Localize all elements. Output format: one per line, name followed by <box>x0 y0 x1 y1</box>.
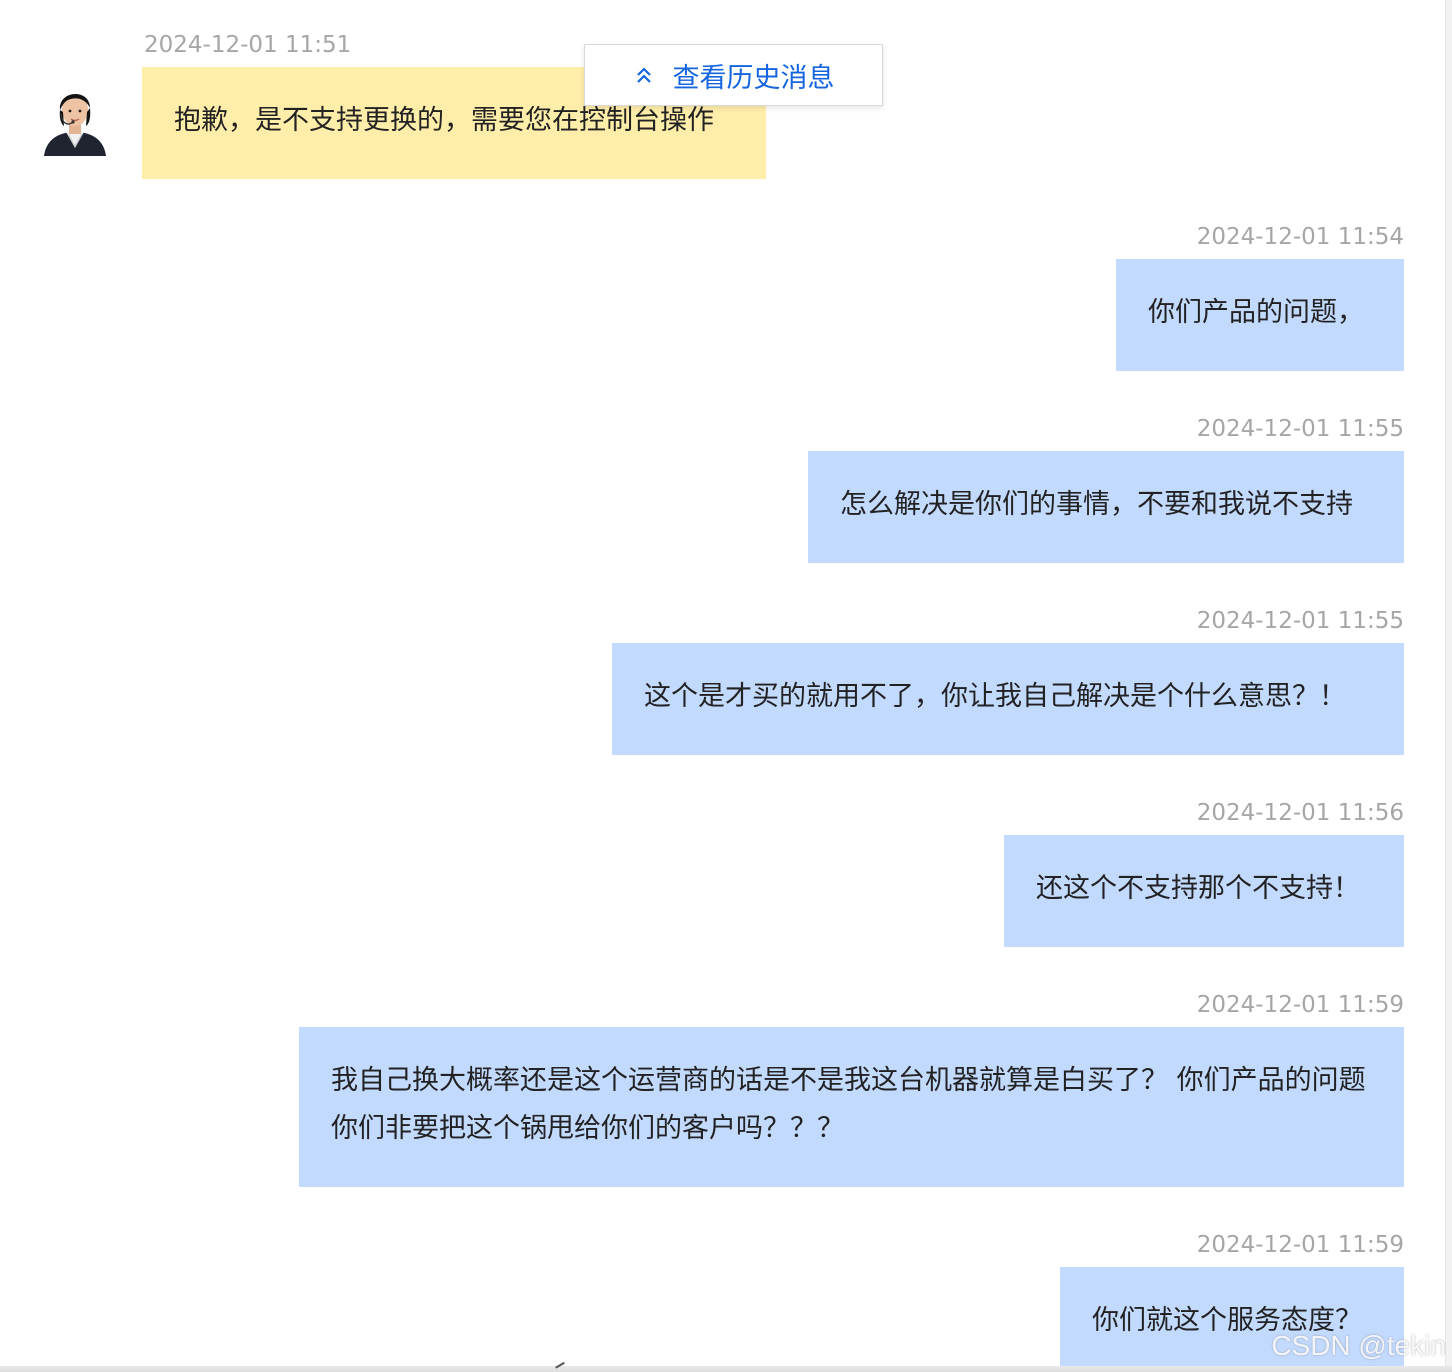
user-message-bubble: 我自己换大概率还是这个运营商的话是不是我这台机器就算是白买了？ 你们产品的问题你… <box>299 1027 1404 1187</box>
user-message-bubble: 还这个不支持那个不支持！ <box>1004 835 1404 947</box>
message-text: 怎么解决是你们的事情，不要和我说不支持 <box>840 489 1353 520</box>
double-chevron-up-icon <box>636 67 651 83</box>
message-timestamp: 2024-12-01 11:59 <box>1196 1232 1404 1258</box>
bottom-edge <box>0 1366 1452 1372</box>
message-text: 抱歉，是不支持更换的，需要您在控制台操作 <box>174 105 714 136</box>
message-text: 还这个不支持那个不支持！ <box>1036 873 1360 904</box>
message-text: 你们就这个服务态度？ <box>1092 1305 1362 1336</box>
message-text: 我自己换大概率还是这个运营商的话是不是我这台机器就算是白买了？ 你们产品的问题你… <box>331 1065 1366 1144</box>
message-timestamp: 2024-12-01 11:56 <box>1196 800 1404 826</box>
message-text: 这个是才买的就用不了，你让我自己解决是个什么意思？！ <box>644 681 1346 712</box>
message-timestamp: 2024-12-01 11:55 <box>1196 416 1404 442</box>
message-text: 你们产品的问题， <box>1148 297 1364 328</box>
view-history-label: 查看历史消息 <box>672 62 835 94</box>
user-message-bubble: 怎么解决是你们的事情，不要和我说不支持 <box>808 451 1404 563</box>
watermark: CSDN @tekin <box>1271 1330 1446 1361</box>
agent-avatar-icon <box>44 93 106 156</box>
message-timestamp: 2024-12-01 11:55 <box>1196 608 1404 634</box>
user-message-bubble: 你们就这个服务态度？ <box>1060 1267 1404 1372</box>
message-timestamp: 2024-12-01 11:59 <box>1196 992 1404 1018</box>
agent-avatar <box>42 84 108 156</box>
user-message-bubble: 你们产品的问题， <box>1116 259 1404 371</box>
message-timestamp: 2024-12-01 11:54 <box>1196 224 1404 250</box>
view-history-button[interactable]: 查看历史消息 <box>584 44 883 106</box>
user-message-bubble: 这个是才买的就用不了，你让我自己解决是个什么意思？！ <box>612 643 1404 755</box>
message-timestamp: 2024-12-01 11:51 <box>144 32 352 58</box>
scrollbar-track[interactable] <box>1445 0 1452 1372</box>
